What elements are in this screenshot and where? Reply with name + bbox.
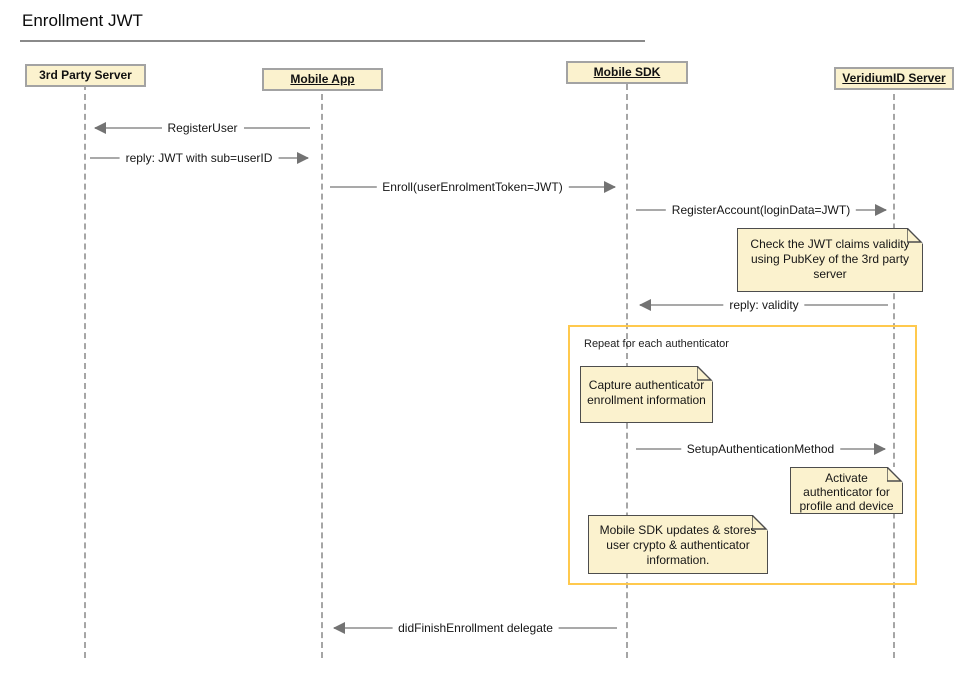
- message-label: reply: JWT with sub=userID: [119, 150, 279, 166]
- arrow-head-icon: [604, 181, 616, 193]
- note-activate-authenticator: Activate authenticator for profile and d…: [790, 467, 903, 514]
- participant-mobile-sdk: Mobile SDK: [566, 61, 688, 84]
- note-text: Activate authenticator for profile and d…: [799, 471, 894, 513]
- message-label: reply: validity: [723, 297, 805, 313]
- message-register-account: RegisterAccount(loginData=JWT): [636, 202, 887, 219]
- note-text: Mobile SDK updates & stores user crypto …: [599, 523, 757, 567]
- arrow-head-icon: [875, 204, 887, 216]
- note-check-jwt-validity: Check the JWT claims validity using PubK…: [737, 228, 923, 292]
- note-capture-authenticator: Capture authenticator enrollment informa…: [580, 366, 713, 423]
- page-title: Enrollment JWT: [22, 11, 143, 30]
- arrow-head-icon: [333, 622, 345, 634]
- lifeline-third-party-server: [84, 84, 86, 658]
- note-sdk-stores-info: Mobile SDK updates & stores user crypto …: [588, 515, 768, 574]
- participant-third-party-server: 3rd Party Server: [25, 64, 146, 87]
- loop-frame-label: Repeat for each authenticator: [584, 338, 729, 350]
- message-did-finish-enrollment: didFinishEnrollment delegate: [333, 620, 617, 637]
- message-label: SetupAuthenticationMethod: [680, 441, 841, 457]
- lifeline-veridiumid-server: [893, 84, 895, 658]
- message-label: Enroll(userEnrolmentToken=JWT): [376, 179, 569, 195]
- title-underline: [20, 40, 645, 42]
- arrow-head-icon: [874, 443, 886, 455]
- message-reply-validity: reply: validity: [639, 297, 888, 314]
- note-fold-corner-icon: [697, 366, 713, 382]
- message-reply-jwt: reply: JWT with sub=userID: [90, 150, 309, 167]
- arrow-head-icon: [297, 152, 309, 164]
- participant-mobile-app: Mobile App: [262, 68, 383, 91]
- note-fold-corner-icon: [887, 467, 903, 483]
- lifeline-mobile-app: [321, 84, 323, 658]
- message-label: RegisterUser: [161, 120, 244, 136]
- arrow-head-icon: [639, 299, 651, 311]
- message-label: RegisterAccount(loginData=JWT): [665, 202, 857, 218]
- note-text: Capture authenticator enrollment informa…: [587, 378, 706, 407]
- note-fold-corner-icon: [907, 228, 923, 244]
- loop-frame: Repeat for each authenticator: [568, 325, 917, 585]
- message-label: didFinishEnrollment delegate: [392, 620, 559, 636]
- message-register-user: RegisterUser: [94, 120, 310, 137]
- arrow-head-icon: [94, 122, 106, 134]
- note-text: Check the JWT claims validity using PubK…: [750, 237, 910, 281]
- message-setup-authentication-method: SetupAuthenticationMethod: [636, 441, 886, 458]
- message-enroll: Enroll(userEnrolmentToken=JWT): [330, 179, 616, 196]
- participant-veridiumid-server: VeridiumID Server: [834, 67, 954, 90]
- note-fold-corner-icon: [752, 515, 768, 531]
